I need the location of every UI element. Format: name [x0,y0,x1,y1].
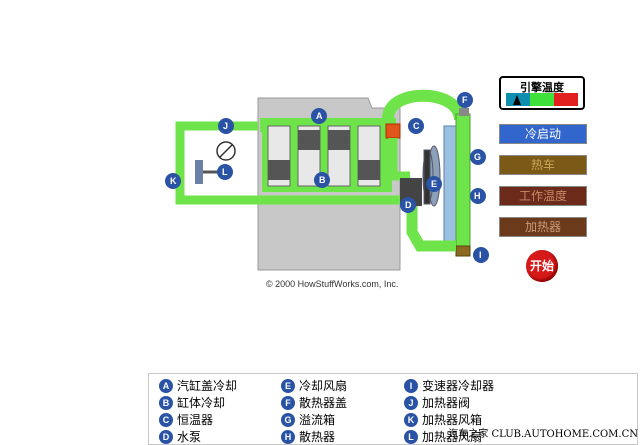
heater-circuit [175,121,400,205]
cylinders [267,125,381,187]
radiator-cap [459,108,469,116]
cold-start-button[interactable]: 冷启动 [499,124,587,144]
legend: A 汽缸盖冷却 B 缸体冷却 C 恒温器 D 水泵 E 冷却风扇 F 散热器盖 … [148,373,638,445]
cooling-fan [422,145,441,207]
legend-item-h: H 散热器 [281,428,335,445]
marker-k: K [170,176,177,186]
marker-g: G [474,152,481,162]
marker-e: E [431,179,437,189]
marker-b: B [319,175,326,185]
legend-item-a: A 汽缸盖冷却 [159,377,237,394]
operating-temp-button[interactable]: 工作温度 [499,186,587,206]
marker-l: L [222,167,228,177]
lower-hose [406,206,456,252]
letter-markers: A B C D E F G H I J K L [165,92,489,263]
marker-a: A [316,111,323,121]
gauge-segment-normal [530,93,554,106]
marker-j: J [223,121,228,131]
start-button[interactable]: 开始 [526,250,558,282]
legend-item-e: E 冷却风扇 [281,377,347,394]
legend-item-c: C 恒温器 [159,411,213,428]
legend-item-b: B 缸体冷却 [159,394,225,411]
legend-item-j: J 加热器阀 [404,394,470,411]
marker-i: I [479,250,482,260]
overflow-tank [455,113,471,255]
legend-item-d: D 水泵 [159,428,201,445]
marker-h: H [474,191,481,201]
marker-d: D [405,200,412,210]
legend-item-l: L 加热器风扇 [404,428,482,445]
heater-core [195,160,203,184]
heater-button[interactable]: 加热器 [499,217,587,237]
engine-temp-gauge: 引擎温度 [499,76,585,110]
cooling-system-diagram: A B C D E F G H I J K L [165,89,489,271]
marker-f: F [462,95,468,105]
legend-item-f: F 散热器盖 [281,394,347,411]
gauge-title: 引擎温度 [520,81,564,94]
bypass-pipe [388,138,410,181]
marker-c: C [413,121,420,131]
gauge-pointer [513,95,521,105]
gauge-bar [506,93,578,106]
gauge-segment-hot [554,93,578,106]
legend-item-k: K 加热器风箱 [404,411,482,428]
thermostat [385,123,401,139]
legend-item-g: G 溢流箱 [281,411,335,428]
upper-hose [382,89,466,122]
site-watermark: 汽车之家 CLUB.AUTOHOME.COM.CN [448,429,638,440]
legend-item-i: I 变速器冷却器 [404,377,494,394]
copyright-text: © 2000 HowStuffWorks.com, Inc. [266,279,399,289]
warm-up-button[interactable]: 热车 [499,155,587,175]
